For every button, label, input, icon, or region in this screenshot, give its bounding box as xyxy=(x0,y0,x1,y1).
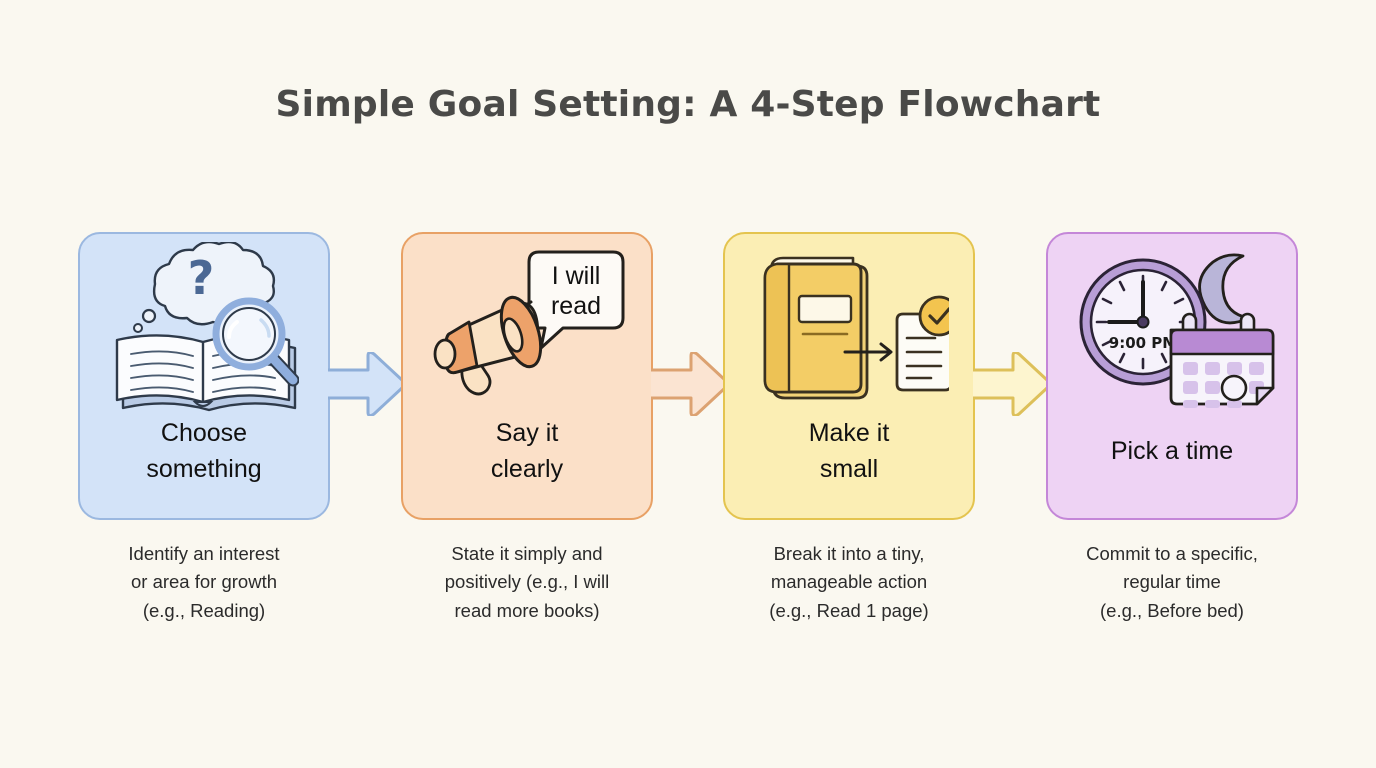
step-label-line1: Make it xyxy=(808,419,890,447)
arrow-step3-to-step4 xyxy=(973,352,1051,416)
open-book-magnifier-thought-bubble-icon: ? xyxy=(80,234,328,416)
bubble-text-line2: read xyxy=(551,292,601,320)
caption-line1: Identify an interest xyxy=(128,543,280,564)
caption-line3: (e.g., Before bed) xyxy=(1100,599,1244,621)
caption-line3: read more books) xyxy=(454,599,600,621)
step-card[interactable]: I will read xyxy=(401,232,729,520)
step-label-line2: small xyxy=(819,454,879,483)
step-caption: Commit to a specific, regular time (e.g.… xyxy=(1046,540,1298,625)
flow-row: ? xyxy=(0,232,1376,632)
step-caption: Identify an interest or area for growth … xyxy=(78,540,330,625)
step-label: Pick a time xyxy=(1101,416,1243,470)
megaphone-speech-bubble-icon: I will read xyxy=(403,234,651,416)
step-card[interactable]: ? xyxy=(78,232,406,520)
clock-calendar-moon-icon: 9:00 PM xyxy=(1048,234,1296,416)
step-pick-a-time: 9:00 PM xyxy=(1046,232,1298,625)
caption-line1: State it simply and xyxy=(451,543,603,564)
caption-line2: positively (e.g., I will xyxy=(444,571,610,593)
step-card[interactable]: 9:00 PM xyxy=(1046,232,1298,520)
caption-line3: (e.g., Reading) xyxy=(142,599,266,621)
caption-line2: regular time xyxy=(1123,571,1221,593)
step-label: Say it clearly xyxy=(481,416,573,487)
step-label: Make it small xyxy=(799,416,900,487)
caption-line1: Break it into a tiny, xyxy=(773,543,925,564)
svg-text:?: ? xyxy=(188,251,215,305)
arrow-step2-to-step3 xyxy=(651,352,729,416)
page-title: Simple Goal Setting: A 4-Step Flowchart xyxy=(275,84,1101,125)
step-label-line1: Choose xyxy=(160,419,248,447)
step-caption: Break it into a tiny, manageable action … xyxy=(723,540,975,625)
step-label: Choose something xyxy=(136,416,271,487)
bubble-text-line1: I will xyxy=(552,262,601,290)
step-caption: State it simply and positively (e.g., I … xyxy=(401,540,653,625)
caption-line2: or area for growth xyxy=(130,571,277,593)
step-label-line1: Say it xyxy=(495,419,559,447)
step-card[interactable]: Make it small xyxy=(723,232,1051,520)
arrow-step1-to-step2 xyxy=(328,352,406,416)
caption-line2: manageable action xyxy=(770,571,928,593)
step-say-it-clearly: I will read xyxy=(401,232,729,625)
clock-time-text: 9:00 PM xyxy=(1109,334,1177,352)
book-to-checklist-icon xyxy=(725,234,973,416)
step-make-it-small: Make it small Break it into a tiny, mana… xyxy=(723,232,1051,625)
step-label-line1: Pick a time xyxy=(1110,437,1234,465)
step-choose-something: ? xyxy=(78,232,406,625)
step-label-line2: clearly xyxy=(490,454,564,483)
caption-line1: Commit to a specific, xyxy=(1086,543,1258,564)
caption-line3: (e.g., Read 1 page) xyxy=(769,599,929,621)
step-label-line2: something xyxy=(146,454,262,483)
